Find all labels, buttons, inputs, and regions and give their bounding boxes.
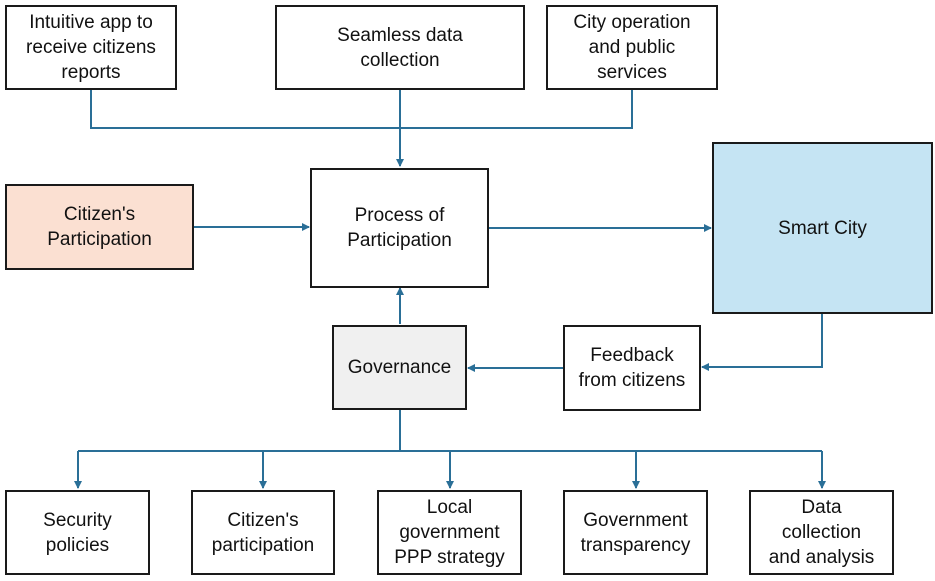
box-process-of-participation: Process of Participation — [310, 168, 489, 288]
box-feedback: Feedback from citizens — [563, 325, 701, 411]
label-governance: Governance — [347, 357, 452, 378]
connector-top-bus — [90, 90, 633, 129]
label-local-government: Local government PPP strategy — [394, 497, 505, 568]
box-citizen-participation: Citizen's Participation — [5, 184, 194, 270]
box-city-operation: City operation and public services — [546, 5, 718, 90]
label-intuitive-app: Intuitive app to receive citizens report… — [26, 12, 156, 83]
box-intuitive-app: Intuitive app to receive citizens report… — [5, 5, 177, 90]
label-smart-city: Smart City — [778, 217, 867, 239]
arrow-smart-city-to-feedback — [701, 314, 823, 371]
box-citizens-participation: Citizen's participation — [191, 490, 335, 575]
box-data-collection: Data collection and analysis — [749, 490, 894, 575]
box-government-transparency: Government transparency — [563, 490, 708, 575]
box-governance: Governance — [332, 325, 467, 410]
label-security-policies: Security policies — [43, 509, 112, 556]
label-feedback: Feedback from citizens — [578, 345, 686, 391]
label-seamless-data: Seamless data collection — [337, 24, 463, 71]
label-citizens-participation: Citizen's participation — [211, 509, 315, 556]
box-seamless-data: Seamless data collection — [275, 5, 525, 90]
label-process-of-participation: Process of Participation — [347, 205, 452, 251]
label-government-transparency: Government transparency — [580, 509, 691, 556]
box-security-policies: Security policies — [5, 490, 150, 575]
label-data-collection: Data collection and analysis — [768, 497, 875, 568]
label-citizen-participation: Citizen's Participation — [47, 204, 152, 250]
box-local-government: Local government PPP strategy — [377, 490, 522, 575]
box-smart-city: Smart City — [712, 142, 933, 314]
connector-bottom-bus — [78, 410, 822, 452]
label-city-operation: City operation and public services — [573, 12, 691, 83]
